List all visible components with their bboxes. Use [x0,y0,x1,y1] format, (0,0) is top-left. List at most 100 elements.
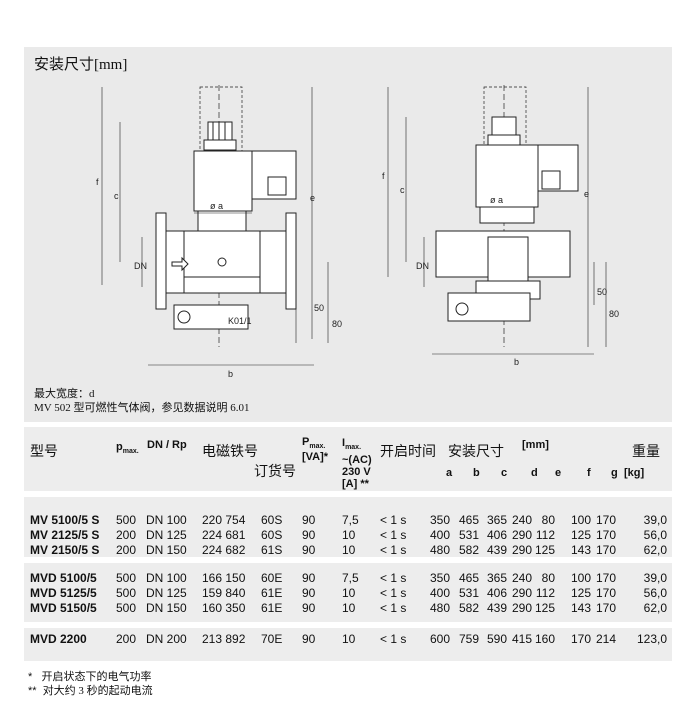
dim-label-f-left: f [96,177,99,187]
cell-pmax: 200 [115,632,136,646]
cell-power: 90 [302,632,316,646]
header-order-no: 订货号 [254,465,296,480]
cell-weight: 62,0 [643,601,667,615]
cell-c: 365 [486,571,507,585]
cell-current: 10 [342,543,356,557]
cell-a: 400 [429,586,450,600]
left-valve-drawing [101,85,329,366]
header-dn: DN / Rp [147,439,187,451]
cell-b: 531 [458,586,479,600]
cell-current: 7,5 [342,571,359,585]
right-valve-drawing [387,85,607,355]
cell-d: 290 [511,601,532,615]
cell-dn: DN 150 [146,543,187,557]
header-current: Imax.~(AC)230 V[A] ** [342,437,372,491]
dim-label-dn-right: DN [416,261,429,271]
cell-pmax: 200 [115,543,136,557]
cell-dn: DN 100 [146,513,187,527]
cell-f: 125 [570,528,591,542]
cell-c: 365 [486,513,507,527]
cell-a: 600 [429,632,450,646]
cell-dn: DN 125 [146,528,187,542]
cell-a: 350 [429,513,450,527]
table-group-separator [24,557,672,563]
cell-power: 90 [302,571,316,585]
dim-label-b-left: b [228,369,233,379]
cell-current: 10 [342,586,356,600]
cell-f: 100 [570,571,591,585]
cell-coil: 60S [261,513,283,527]
header-dimensions-unit: [mm] [522,439,549,451]
header-open-time: 开启时间 [380,445,436,460]
cell-model: MVD 5100/5 [30,571,97,585]
header-e: e [555,467,562,479]
cell-open-time: < 1 s [380,543,407,557]
dim-label-oa-right: ø a [490,195,503,205]
max-width-note: 最大宽度：d [34,388,95,400]
cell-f: 100 [570,513,591,527]
cell-dn: DN 150 [146,601,187,615]
installation-drawing-panel: f c DN e ø a 50 80 K01/1 b f c DN e ø a … [24,47,672,422]
cell-a: 350 [429,571,450,585]
cell-g: 170 [595,586,616,600]
cell-power: 90 [302,601,316,615]
cell-a: 480 [429,543,450,557]
cell-current: 10 [342,528,356,542]
cell-pmax: 500 [115,601,136,615]
cell-g: 170 [595,601,616,615]
cell-coil: 70E [261,632,283,646]
specification-table: 型号 pmax. DN / Rp 电磁铁号 订货号 Pmax.[VA]* Ima… [24,427,672,661]
cell-power: 90 [302,513,316,527]
cell-c: 406 [486,586,507,600]
header-g: g [611,467,618,479]
cell-coil: 61E [261,601,283,615]
header-model: 型号 [30,445,58,460]
cell-f: 125 [570,586,591,600]
footnote-power: * 开启状态下的电气功率 [28,671,152,683]
cell-g: 214 [595,632,616,646]
mv502-reference-note: MV 502 型可燃性气体阀，参见数据说明 6.01 [34,402,250,414]
cell-weight: 62,0 [643,543,667,557]
dim-label-80-left: 80 [332,319,342,329]
cell-model: MV 5100/5 S [30,513,100,527]
dim-label-50-left: 50 [314,303,324,313]
header-weight-unit: [kg] [624,467,645,479]
cell-d: 415 [511,632,532,646]
cell-open-time: < 1 s [380,601,407,615]
cell-d: 240 [511,571,532,585]
cell-b: 531 [458,528,479,542]
cell-pmax: 500 [115,513,136,527]
cell-b: 465 [458,571,479,585]
cell-c: 439 [486,601,507,615]
cell-pmax: 500 [115,571,136,585]
cell-order-number: 166 150 [202,571,246,585]
cell-coil: 60E [261,571,283,585]
cell-pmax: 500 [115,586,136,600]
cell-current: 7,5 [342,513,359,527]
cell-model: MVD 2200 [30,632,87,646]
dim-label-c-right: c [400,185,405,195]
dim-label-e-right: e [584,189,589,199]
dim-label-50-right: 50 [597,287,607,297]
cell-open-time: < 1 s [380,632,407,646]
cell-power: 90 [302,528,316,542]
cell-g: 170 [595,543,616,557]
cell-e: 80 [541,513,555,527]
cell-model: MVD 5125/5 [30,586,97,600]
footnote-current: ** 对大约 3 秒的起动电流 [28,685,153,697]
cell-power: 90 [302,543,316,557]
dim-label-b-right: b [514,357,519,367]
cell-coil: 61E [261,586,283,600]
cell-weight: 56,0 [643,528,667,542]
header-power: Pmax.[VA]* [302,436,329,464]
header-pmax: pmax. [116,441,139,456]
cell-coil: 60S [261,528,283,542]
cell-g: 170 [595,528,616,542]
cell-b: 582 [458,543,479,557]
drawing-title: 安装尺寸[mm] [34,57,128,73]
header-a: a [446,467,453,479]
header-weight: 重量 [632,445,660,460]
cell-f: 143 [570,601,591,615]
dim-label-e-left: e [310,193,315,203]
cell-order-number: 160 350 [202,601,246,615]
